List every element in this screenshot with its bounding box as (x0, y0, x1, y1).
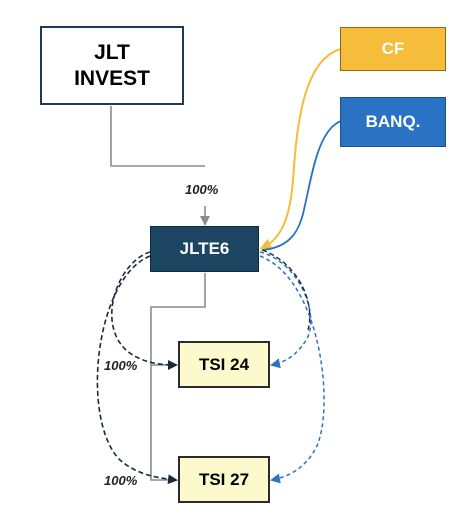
dashed-dark-to-tsi27 (96, 255, 178, 485)
node-jlt-invest: JLT INVEST (40, 26, 184, 105)
connector-banq-to-jlte6 (262, 120, 342, 251)
node-jlte6-label: JLTE6 (179, 239, 230, 258)
dashed-dark-to-tsi24 (110, 251, 178, 370)
connector-jlt-to-jlte6 (110, 106, 205, 167)
connector-cf-to-jlte6 (259, 48, 342, 250)
node-jlte6: JLTE6 (150, 226, 259, 272)
node-tsi24-label: TSI 24 (198, 354, 250, 374)
node-cf: CF (340, 27, 446, 71)
node-tsi24: TSI 24 (178, 341, 270, 388)
node-banq-label: BANQ. (365, 112, 421, 131)
dashed-dark-right-loop (261, 249, 311, 331)
node-tsi27: TSI 27 (178, 456, 270, 503)
node-jlt-invest-line1: JLT (94, 40, 130, 64)
node-banq: BANQ. (340, 97, 446, 147)
edge-label-jlte6-to-tsi24: 100% (104, 358, 138, 373)
node-jlt-invest-line2: INVEST (74, 66, 150, 90)
edge-label-jlt-to-jlte6: 100% (185, 182, 219, 197)
dashed-blue-to-tsi27 (259, 255, 325, 484)
edge-label-jlte6-to-tsi27: 100% (104, 473, 138, 488)
node-cf-label: CF (381, 39, 405, 58)
connector-jlte6-to-tsi (150, 273, 206, 481)
dashed-blue-to-tsi24 (259, 251, 312, 369)
node-tsi27-label: TSI 27 (198, 469, 250, 489)
